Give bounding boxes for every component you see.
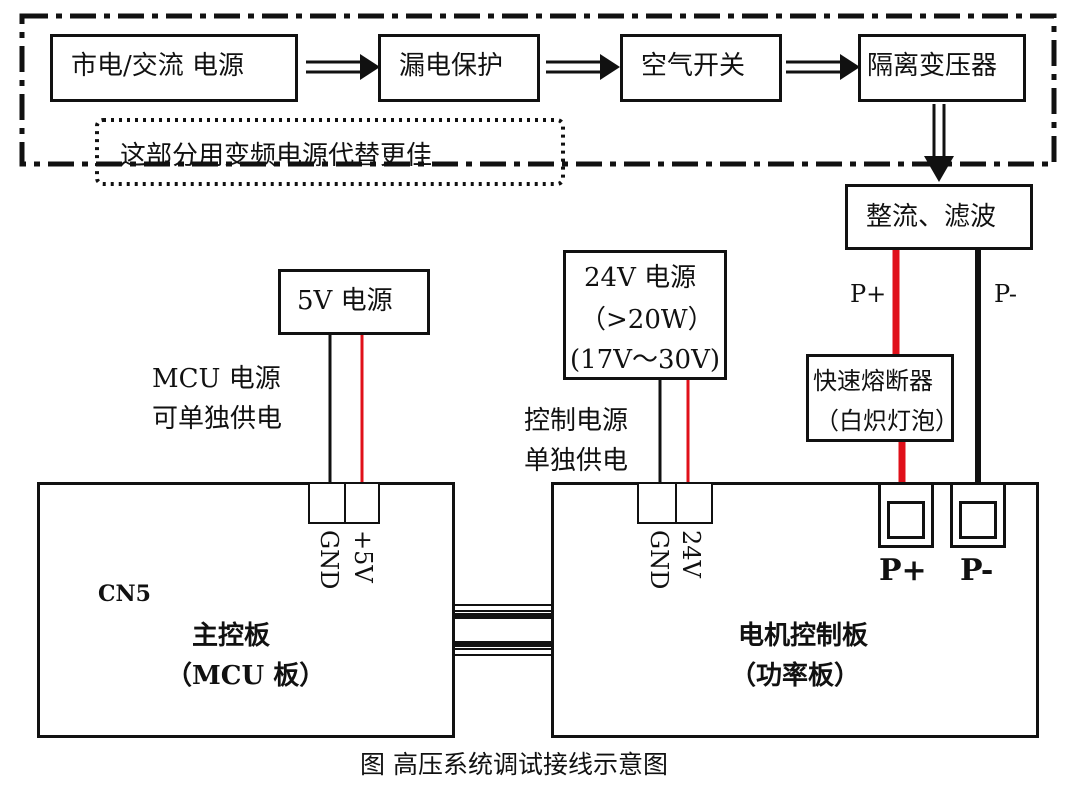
psu-5v-box: 5V 电源 [278, 269, 430, 335]
leakage-protection-box: 漏电保护 [378, 34, 540, 102]
incandescent-bulb-label: （白炽灯泡） [815, 407, 959, 435]
mcu-connector-divider [344, 484, 346, 522]
mcu-power-connector [308, 482, 380, 524]
motor-board-subtitle: （功率板） [730, 661, 861, 691]
arrow-breaker-to-isolation [786, 54, 860, 80]
p-minus-wire-label: P- [994, 280, 1017, 308]
rectifier-filter-label: 整流、滤波 [866, 202, 997, 232]
mains-power-box: 市电/交流 电源 [50, 34, 298, 102]
air-breaker-box: 空气开关 [620, 34, 782, 102]
p-minus-terminal [950, 482, 1006, 548]
main-control-board: CN5 主控板 （MCU 板） [37, 482, 455, 738]
mcu-5v-pin-label: +5V [349, 530, 377, 583]
figure-caption: 图 高压系统调试接线示意图 [360, 750, 668, 779]
ctrl-24v-pin-label: 24V [677, 530, 705, 578]
leakage-protection-label: 漏电保护 [399, 51, 504, 81]
p-plus-terminal-label: P+ [879, 553, 927, 588]
mcu-power-note-line1: MCU 电源 [152, 364, 281, 394]
upgrade-boundary [19, 13, 1057, 167]
p-plus-wire-label: P+ [850, 280, 887, 308]
rectifier-filter-box: 整流、滤波 [845, 184, 1033, 250]
p-minus-terminal-inner [959, 501, 997, 539]
ctrl-power-note-line2: 单独供电 [524, 446, 629, 476]
arrow-mains-to-leakage [306, 54, 380, 80]
mcu-power-note-line2: 可单独供电 [152, 404, 283, 434]
p-plus-terminal-inner [887, 501, 925, 539]
main-board-title: 主控板 [192, 621, 271, 651]
ctrl-gnd-pin-label: GND [645, 530, 673, 590]
p-plus-terminal [878, 482, 934, 548]
ctrl-power-note-line1: 控制电源 [524, 406, 629, 436]
fast-fuse-box: 快速熔断器 （白炽灯泡） [806, 354, 959, 442]
isolation-transformer-box: 隔离变压器 [858, 34, 1026, 102]
arrow-isolation-to-rectifier [924, 104, 954, 182]
isolation-transformer-label: 隔离变压器 [867, 51, 998, 81]
air-breaker-label: 空气开关 [641, 51, 746, 81]
cn5-label: CN5 [98, 581, 151, 607]
fast-fuse-label: 快速熔断器 [813, 367, 933, 395]
ctrl-connector-divider [675, 484, 677, 522]
psu-24v-power-label: （>20W） [580, 305, 714, 335]
ctrl-power-connector [637, 482, 713, 524]
psu-24v-range-label: (17V～30V) [570, 345, 721, 375]
p-minus-terminal-label: P- [960, 553, 994, 588]
note-boundary [95, 118, 565, 186]
mains-power-label: 市电/交流 电源 [71, 51, 245, 81]
mcu-gnd-pin-label: GND [315, 530, 343, 590]
psu-24v-label: 24V 电源 [584, 263, 697, 293]
main-board-subtitle: （MCU 板） [166, 661, 326, 691]
psu-5v-label: 5V 电源 [297, 286, 393, 316]
motor-board-title: 电机控制板 [738, 621, 869, 651]
arrow-leakage-to-breaker [546, 54, 620, 80]
psu-24v-box: 24V 电源 （>20W） (17V～30V) [563, 250, 727, 380]
variable-frequency-note: 这部分用变频电源代替更佳 [120, 141, 433, 171]
